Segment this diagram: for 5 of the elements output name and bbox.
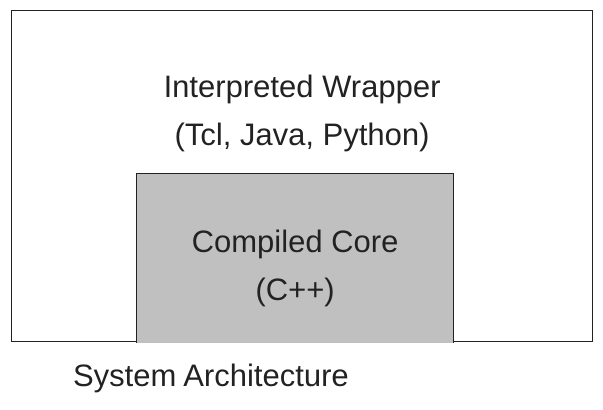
wrapper-box — [11, 10, 593, 342]
core-box — [136, 173, 454, 343]
node-label: Interpreted Wrapper (Tcl, Java, Python) — [162, 68, 442, 154]
caption: System Architecture — [73, 358, 349, 394]
node-label: Compiled Core (C++) — [190, 223, 400, 309]
